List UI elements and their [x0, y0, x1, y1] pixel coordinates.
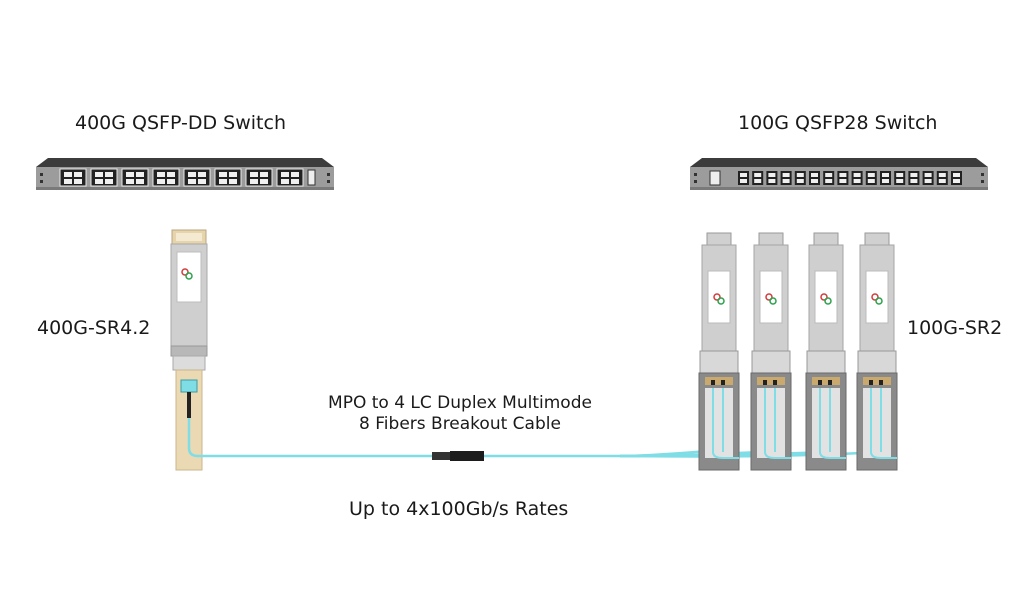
cable-description-line1: MPO to 4 LC Duplex Multimode	[328, 393, 592, 413]
cable-description: MPO to 4 LC Duplex Multimode 8 Fibers Br…	[300, 393, 620, 435]
breakout-splitter	[432, 451, 484, 461]
left-switch-label: 400G QSFP-DD Switch	[75, 112, 286, 134]
qsfp-dd-switch	[36, 158, 334, 190]
right-module-label: 100G-SR2	[907, 317, 1003, 339]
left-module-label: 400G-SR4.2	[37, 317, 151, 339]
cable-description-line2: 8 Fibers Breakout Cable	[359, 414, 561, 434]
rates-label: Up to 4x100Gb/s Rates	[349, 498, 569, 520]
right-switch-label: 100G QSFP28 Switch	[738, 112, 938, 134]
qsfp28-switch	[690, 158, 988, 190]
sr2-module	[856, 232, 898, 471]
sr2-module	[698, 232, 740, 471]
qsfp28-ports	[709, 170, 962, 186]
sr2-transceivers	[698, 232, 898, 471]
sr2-module	[750, 232, 792, 471]
sr2-module	[805, 232, 847, 471]
